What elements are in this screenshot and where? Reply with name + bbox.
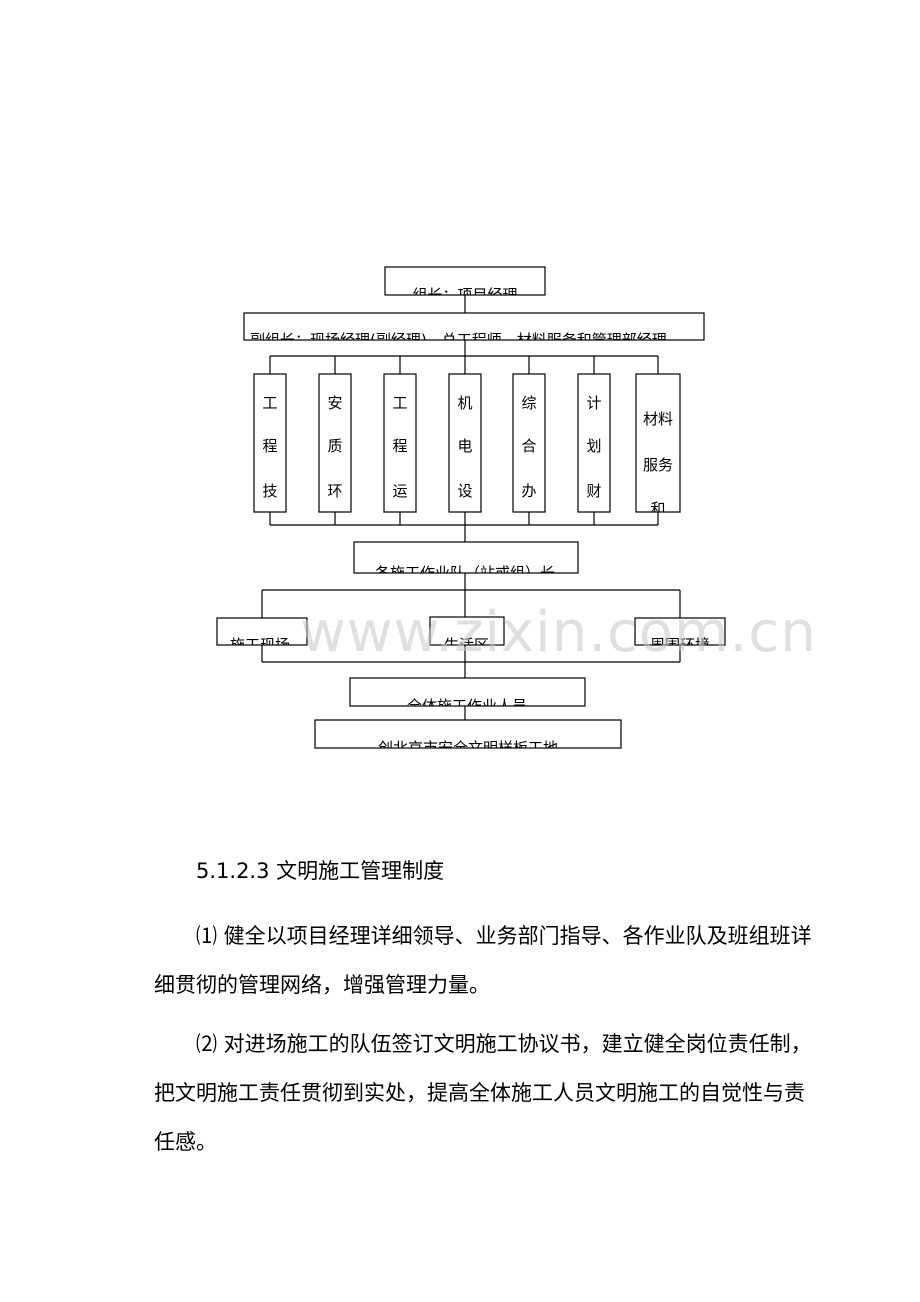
area-surroundings: 周围环境 (634, 617, 726, 654)
department-0-line-0: 工 (262, 394, 277, 412)
department-3: 机 电 设 (448, 373, 482, 513)
area-living-quarters: 生活区 (429, 616, 505, 654)
area-0-label: 施工现场 (230, 636, 290, 654)
department-5-line-2: 财 (586, 482, 601, 500)
leader-label: 组长：项目经理 (412, 286, 517, 304)
department-5-line-0: 计 (586, 394, 601, 412)
leader-node: 组长：项目经理 (384, 266, 546, 304)
department-6-line-2: 和 (650, 500, 665, 518)
department-1-line-1: 质 (327, 437, 342, 455)
department-5-line-1: 划 (586, 437, 601, 455)
department-3-line-2: 设 (457, 482, 472, 500)
department-0: 工 程 技 (253, 373, 287, 513)
team-leaders-node: 各施工作业队（站或组）长 (353, 541, 579, 582)
department-5: 计 划 财 (577, 373, 611, 513)
department-4: 综 合 办 (512, 373, 546, 513)
department-0-line-1: 程 (262, 437, 277, 455)
deputy-node: 副组长：现场经理(副经理)、总工程师、材料服务和管理部经理 (243, 312, 705, 349)
paragraph-2: ⑵ 对进场施工的队伍签订文明施工协议书，建立健全岗位责任制，把文明施工责任贯彻到… (154, 1032, 812, 1154)
department-2-line-1: 程 (392, 437, 407, 455)
connector-lines (261, 295, 681, 720)
team-leaders-label: 各施工作业队（站或组）长 (375, 564, 555, 582)
department-0-line-2: 技 (262, 482, 277, 500)
department-1: 安 质 环 (318, 373, 352, 513)
department-6-line-1: 服务 (643, 456, 673, 474)
deputy-label: 副组长：现场经理(副经理)、总工程师、材料服务和管理部经理 (250, 331, 667, 349)
department-2-line-0: 工 (392, 394, 407, 412)
department-3-line-0: 机 (457, 394, 472, 412)
department-4-line-0: 综 (521, 394, 536, 412)
all-staff-label: 全体施工作业人员 (407, 697, 527, 715)
watermark: www.zixin.com.cn (300, 600, 817, 665)
department-1-line-2: 环 (327, 482, 342, 500)
paragraph-1: ⑴ 健全以项目经理详细领导、业务部门指导、各作业队及班组班详细贯彻的管理网络，增… (154, 924, 812, 997)
department-4-line-1: 合 (521, 437, 536, 455)
department-6: 材料 服务 和 (635, 373, 681, 518)
section-heading: 5.1.2.3 文明施工管理制度 (196, 859, 445, 883)
department-1-line-0: 安 (327, 394, 342, 412)
area-construction-site: 施工现场 (216, 617, 308, 654)
org-chart: 组长：项目经理 副组长：现场经理(副经理)、总工程师、材料服务和管理部经理 工 … (216, 266, 726, 757)
department-2: 工 程 运 (383, 373, 417, 513)
area-1-label: 生活区 (444, 636, 489, 654)
department-2-line-2: 运 (392, 482, 407, 500)
area-2-label: 周围环境 (650, 636, 710, 654)
all-staff-node: 全体施工作业人员 (349, 677, 586, 715)
department-3-line-1: 电 (457, 437, 472, 455)
goal-node: 创北京市安全文明样板工地 (314, 719, 622, 757)
goal-label: 创北京市安全文明样板工地 (378, 739, 558, 757)
department-4-line-2: 办 (521, 482, 536, 500)
department-6-line-0: 材料 (643, 410, 673, 428)
